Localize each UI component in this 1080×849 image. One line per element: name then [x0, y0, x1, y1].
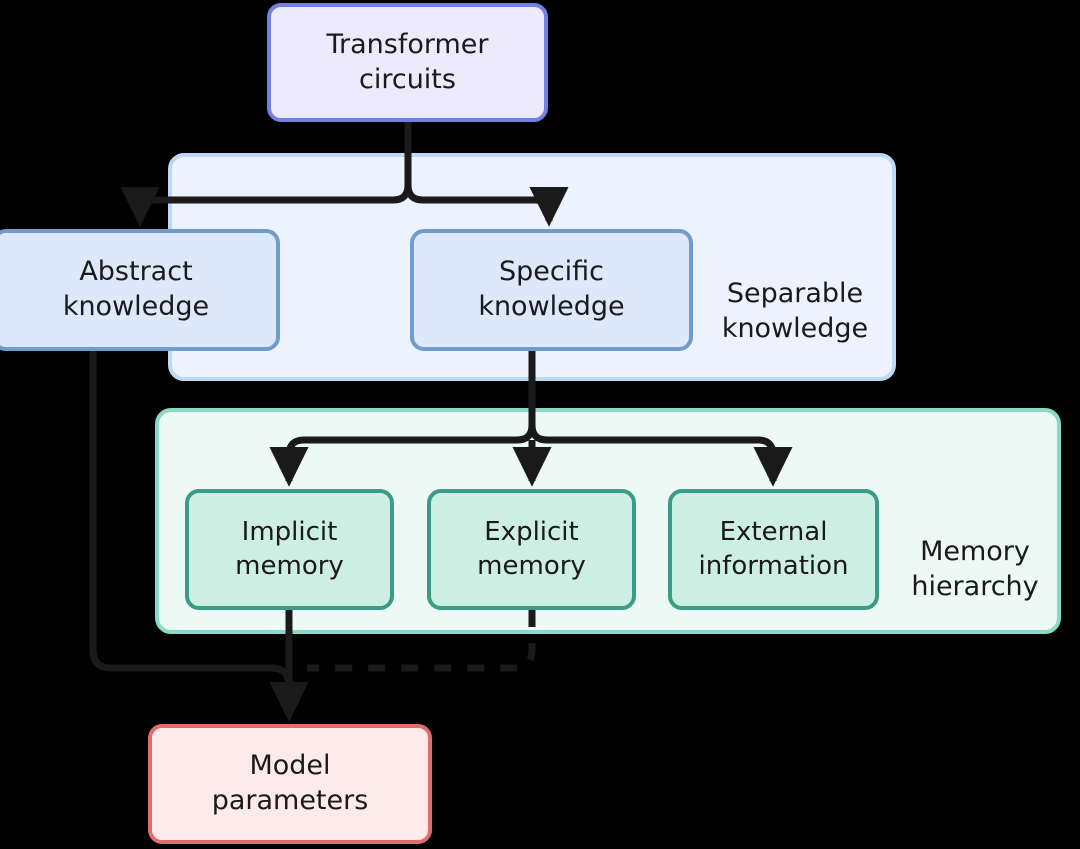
node-external-information[interactable]: External information [668, 489, 879, 610]
node-implicit-memory[interactable]: Implicit memory [185, 489, 394, 610]
node-transformer-circuits[interactable]: Transformer circuits [267, 3, 548, 122]
group-label-separable-knowledge: Separable knowledge [721, 278, 869, 344]
node-specific-knowledge[interactable]: Specific knowledge [410, 229, 693, 351]
node-explicit-memory[interactable]: Explicit memory [427, 489, 636, 610]
group-label-memory-hierarchy: Memory hierarchy [911, 536, 1039, 602]
node-abstract-knowledge[interactable]: Abstract knowledge [0, 229, 280, 351]
node-model-parameters[interactable]: Model parameters [148, 724, 432, 844]
